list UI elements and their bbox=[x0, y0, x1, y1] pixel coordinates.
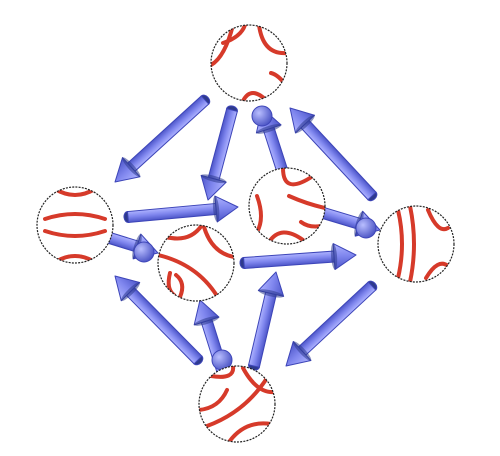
arrow-bottom-to-center-right bbox=[248, 271, 285, 371]
nodes bbox=[36, 24, 455, 443]
node-center-left bbox=[157, 224, 235, 302]
node-bottom bbox=[198, 365, 276, 443]
node-center-right bbox=[248, 167, 326, 245]
arrow-shaft bbox=[248, 291, 277, 368]
node-left bbox=[36, 186, 114, 264]
arrow-head-base bbox=[295, 114, 315, 134]
red-curve bbox=[199, 388, 229, 412]
red-curve bbox=[281, 168, 315, 187]
arrow-head-base bbox=[194, 316, 220, 326]
red-curve bbox=[43, 212, 107, 221]
red-curve bbox=[174, 273, 185, 299]
red-curve bbox=[43, 229, 107, 238]
arrow-left-to-center-right bbox=[123, 195, 239, 224]
arrow-shaft bbox=[262, 126, 288, 173]
red-curve bbox=[426, 208, 450, 232]
connector-ball bbox=[133, 241, 155, 263]
red-curve bbox=[287, 194, 325, 210]
red-curve bbox=[205, 376, 269, 428]
node-outline bbox=[157, 224, 235, 302]
red-curve bbox=[158, 253, 222, 301]
node-curves bbox=[396, 206, 450, 282]
red-curve bbox=[396, 208, 404, 280]
node-top bbox=[210, 24, 288, 102]
red-curve bbox=[267, 230, 305, 244]
red-curve bbox=[209, 366, 236, 379]
arrow-bottom-to-left bbox=[114, 275, 204, 366]
red-curve bbox=[227, 421, 273, 442]
arrow-head-base bbox=[292, 341, 312, 361]
arrow-shaft bbox=[207, 107, 238, 181]
red-curve bbox=[164, 225, 204, 241]
arrow-head-base bbox=[201, 174, 227, 184]
red-curve bbox=[202, 225, 234, 259]
arrow-shaft bbox=[297, 281, 377, 356]
arrow-right-to-top bbox=[289, 107, 378, 202]
red-curve bbox=[424, 261, 450, 280]
arrow-top-to-center-left bbox=[200, 105, 238, 201]
red-curve bbox=[221, 25, 247, 45]
arrow-head-base bbox=[256, 124, 282, 134]
node-outline bbox=[377, 205, 455, 283]
arrow-head-base bbox=[330, 243, 338, 270]
arrow-shaft bbox=[126, 202, 218, 224]
red-curve bbox=[255, 194, 263, 234]
node-curves bbox=[255, 168, 325, 244]
red-curve bbox=[299, 220, 323, 229]
red-curve bbox=[241, 366, 275, 395]
connector-ball bbox=[251, 105, 273, 127]
node-outline bbox=[210, 24, 288, 102]
red-curve bbox=[408, 206, 416, 282]
node-outline bbox=[198, 365, 276, 443]
connector-ball bbox=[355, 217, 377, 239]
arrow-top-to-left bbox=[114, 94, 211, 183]
node-disc bbox=[37, 187, 113, 263]
arrow-center-left-to-right bbox=[239, 243, 357, 271]
arrow-head-base bbox=[212, 196, 220, 222]
arrow-shaft bbox=[243, 250, 335, 270]
node-outline bbox=[248, 167, 326, 245]
red-curve bbox=[211, 25, 235, 67]
arrow-head-base bbox=[122, 157, 141, 178]
red-curve bbox=[257, 25, 287, 56]
node-curves bbox=[199, 366, 275, 442]
arrow-right-to-bottom bbox=[285, 280, 378, 367]
arrow-shaft bbox=[126, 95, 210, 172]
arrow-head-base bbox=[120, 282, 140, 302]
node-right bbox=[377, 205, 455, 283]
node-outline bbox=[36, 186, 114, 264]
arrows bbox=[95, 94, 381, 375]
arrow-head-base bbox=[258, 289, 284, 298]
